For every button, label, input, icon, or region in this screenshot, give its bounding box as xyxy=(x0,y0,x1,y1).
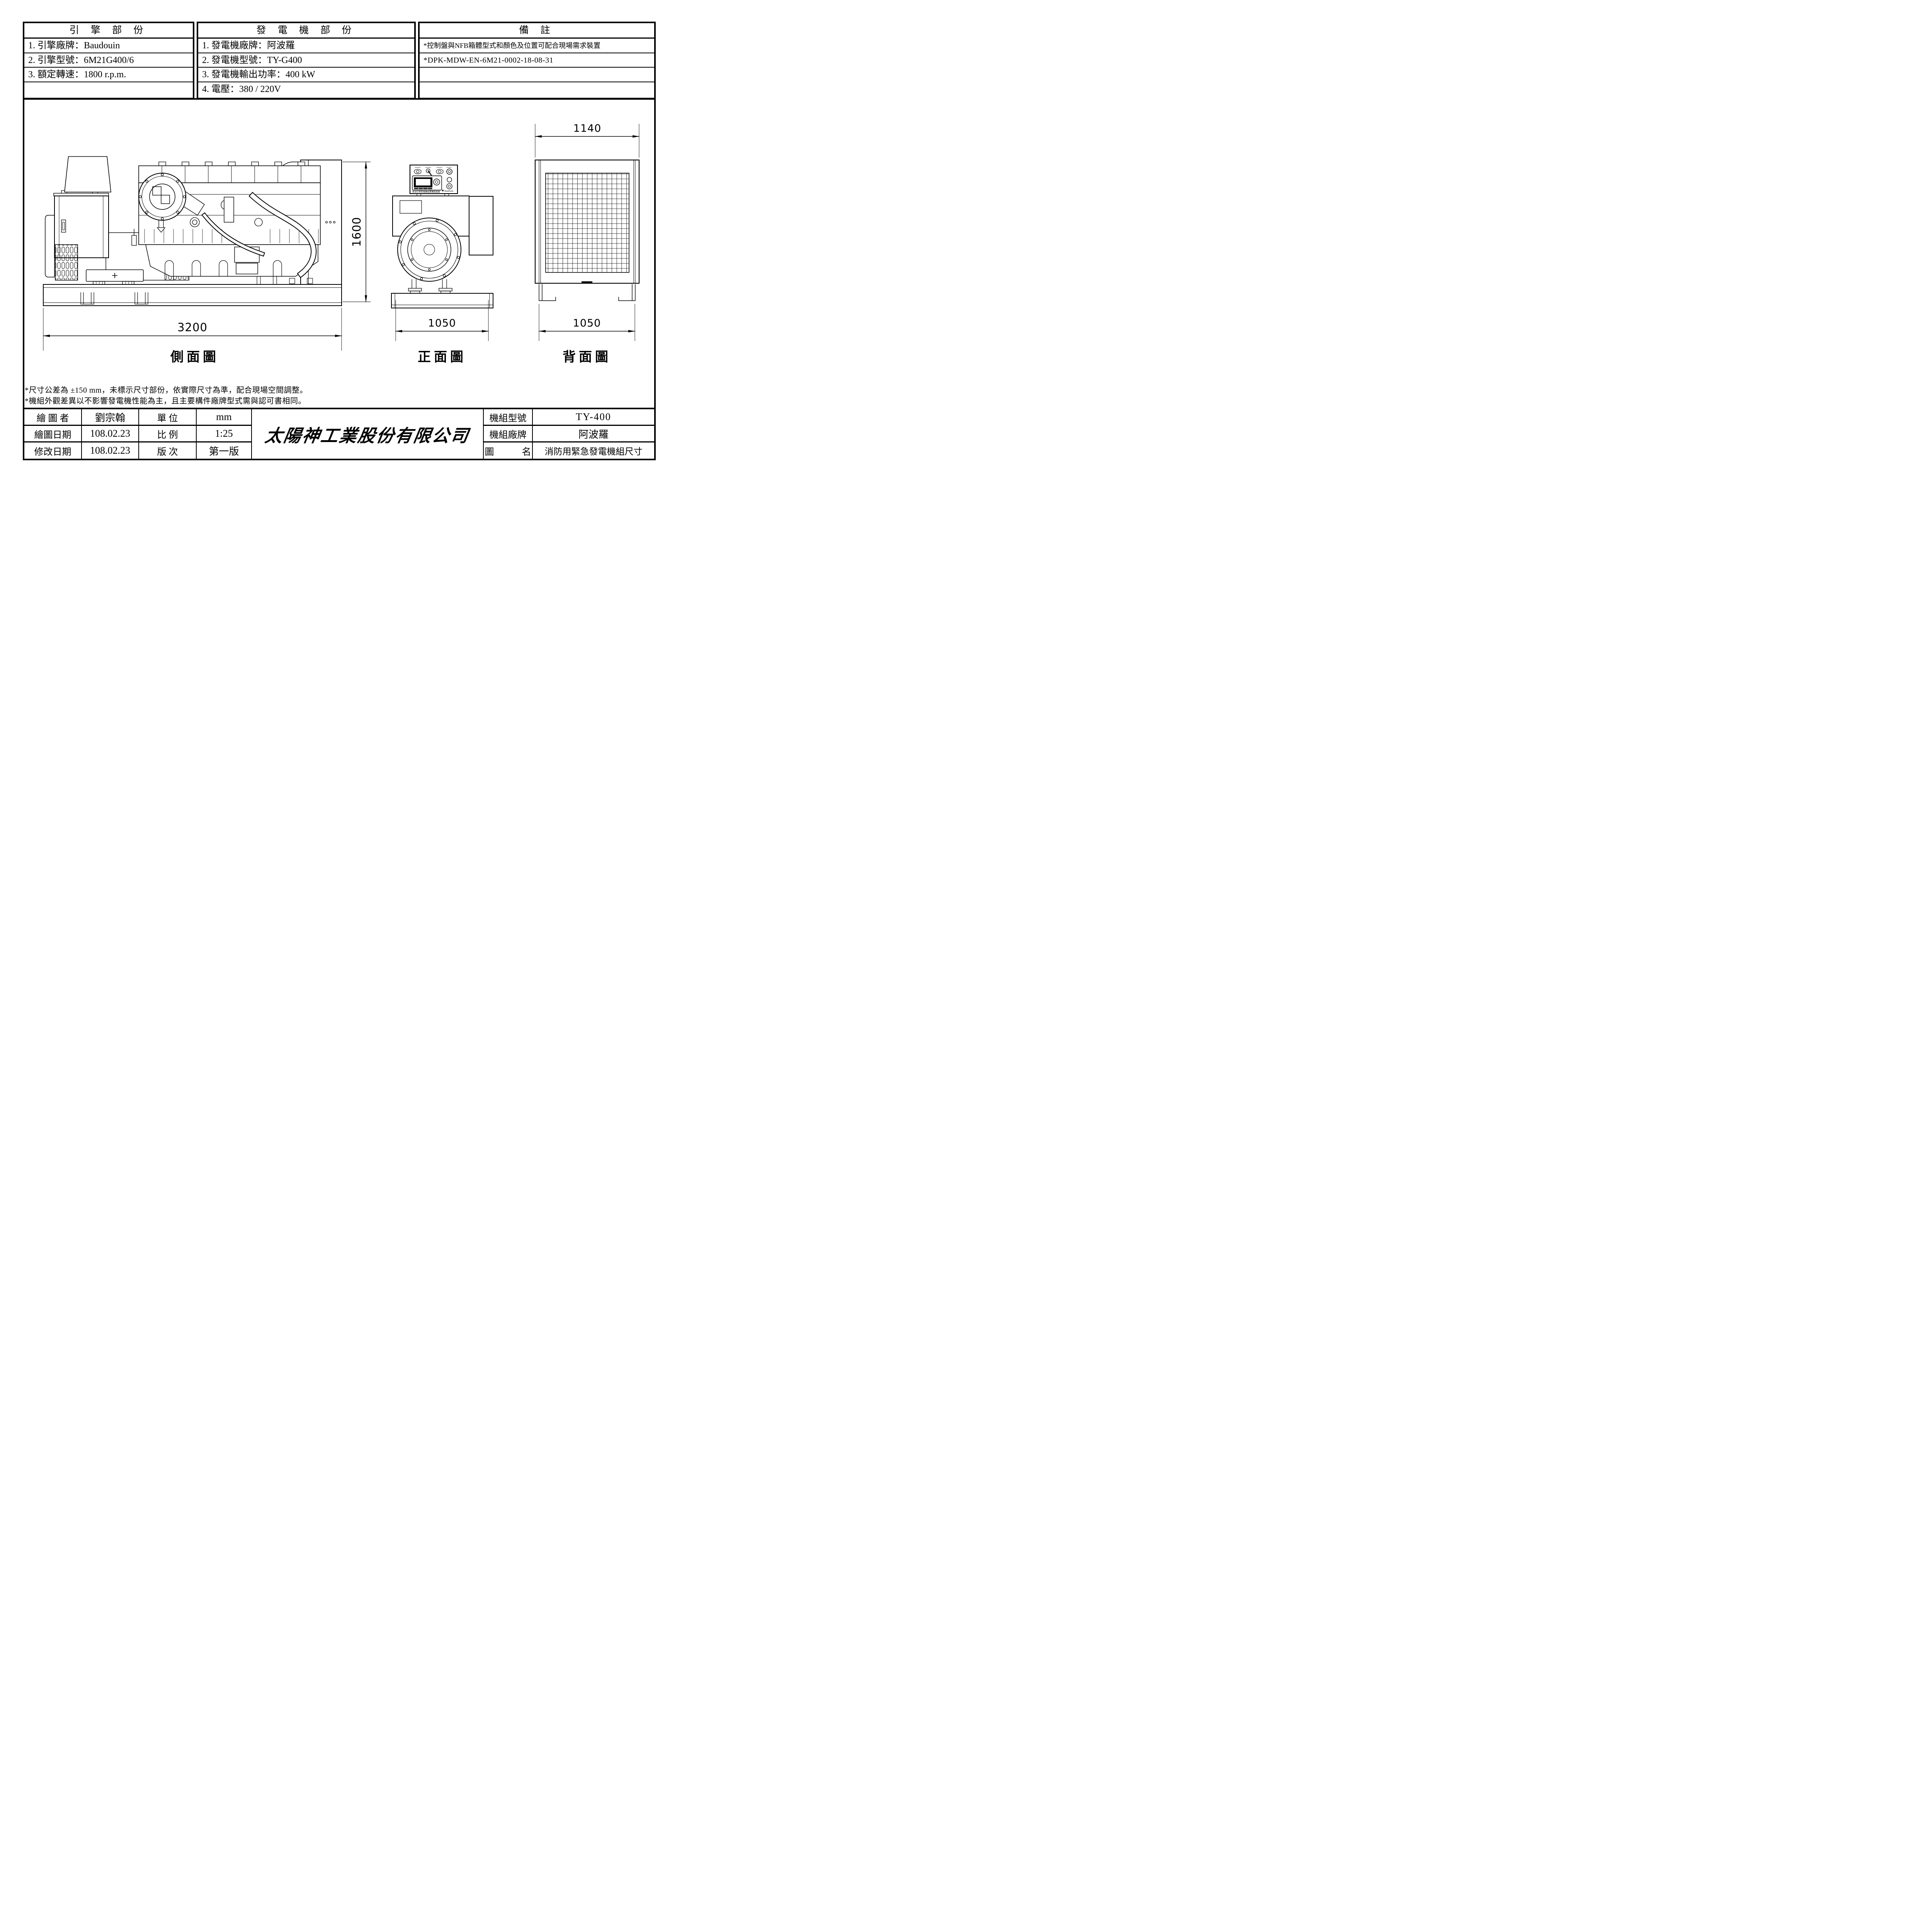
scale-label: 比 例 xyxy=(139,426,197,442)
engine-row-brand: 1. 引擎廠牌：Baudouin xyxy=(24,39,193,53)
panel-caption-zh: 柴油引擎發電機組專業製造廠 xyxy=(412,190,440,193)
generator-table-title: 發 電 機 部 份 xyxy=(198,23,414,39)
side-height-dimension: 1600 xyxy=(342,162,371,302)
footnote-tolerance: *尺寸公差為 ±150 mm，未標示尺寸部份，依實際尺寸為準，配合現場空間調整。 xyxy=(25,386,308,395)
generator-row-voltage: 4. 電壓：380 / 220V xyxy=(202,84,281,94)
side-air-cleaner xyxy=(138,173,186,233)
panel-brand-text: Baudouin xyxy=(444,190,453,192)
back-top-dim-text: 1140 xyxy=(573,123,602,134)
version-value: 第一版 xyxy=(197,442,252,459)
company-name: 太陽神工業股份有限公司 xyxy=(264,426,471,446)
draw-date-value: 108.02.23 xyxy=(82,426,139,442)
unit-value: mm xyxy=(197,409,252,426)
model-value: TY-400 xyxy=(533,409,654,426)
back-housing xyxy=(534,159,640,284)
back-width-dimension: 1050 xyxy=(539,304,635,341)
generator-spec-table: 發 電 機 部 份 1. 發電機廠牌：阿波羅 2. 發電機型號：TY-G400 … xyxy=(197,22,416,99)
brand-label: 機組廠牌 xyxy=(484,426,533,442)
side-battery-box xyxy=(86,269,144,285)
side-width-dimension: 3200 xyxy=(43,308,342,351)
back-width-dim-text: 1050 xyxy=(573,317,601,329)
draw-date-label: 繪圖日期 xyxy=(24,426,82,442)
front-generator-body xyxy=(392,196,493,282)
generator-row-brand: 1. 發電機廠牌：阿波羅 xyxy=(198,39,414,53)
remarks-row-nfb: *控制盤與NFB箱體型式和顏色及位置可配合現場需求裝置 xyxy=(420,39,654,53)
scale-value: 1:25 xyxy=(197,426,252,442)
back-view-drawing: 1140 1050 背面圖 xyxy=(534,123,640,364)
company-cell: 太陽神工業股份有限公司 xyxy=(252,409,484,459)
remarks-table-title: 備 註 xyxy=(420,23,654,39)
engine-row-speed: 3. 額定轉速：1800 r.p.m. xyxy=(24,68,193,82)
revise-date-value: 108.02.23 xyxy=(82,442,139,459)
title-block: 繪 圖 者 劉宗翰 單 位 mm 太陽神工業股份有限公司 機組型號 TY-400… xyxy=(23,408,656,460)
generator-row-output: 3. 發電機輸出功率：400 kW xyxy=(198,68,414,82)
engine-row-empty xyxy=(24,82,193,96)
remarks-table: 備 註 *控制盤與NFB箱體型式和顏色及位置可配合現場需求裝置 *DPK-MDW… xyxy=(418,22,656,99)
drawing-sheet: 引 擎 部 份 1. 引擎廠牌：Baudouin 2. 引擎型號：6M21G40… xyxy=(0,0,678,479)
back-top-dimension: 1140 xyxy=(535,123,639,158)
back-view-label: 背面圖 xyxy=(563,350,611,364)
side-engine-block xyxy=(138,162,321,303)
footnotes: *尺寸公差為 ±150 mm，未標示尺寸部份，依實際尺寸為準，配合現場空間調整。… xyxy=(25,385,308,407)
drawing-name-value: 消防用緊急發電機組尺寸 xyxy=(544,447,643,456)
side-generator-endcap xyxy=(45,215,55,277)
side-base-skid xyxy=(43,278,342,306)
back-radiator-grille xyxy=(545,173,629,273)
engine-table-title: 引 擎 部 份 xyxy=(24,23,193,39)
views-drawing: 3200 1600 側面圖 xyxy=(43,123,640,364)
side-height-dim-text: 1600 xyxy=(350,217,363,247)
front-width-dim-text: 1050 xyxy=(428,317,456,329)
version-label: 版 次 xyxy=(139,442,197,459)
side-generator-bellows xyxy=(55,244,78,281)
side-view-label: 側面圖 xyxy=(170,350,219,364)
engine-spec-table: 引 擎 部 份 1. 引擎廠牌：Baudouin 2. 引擎型號：6M21G40… xyxy=(23,22,194,99)
remarks-row-code: *DPK-MDW-EN-6M21-0002-18-08-31 xyxy=(420,53,654,68)
unit-label: 單 位 xyxy=(139,409,197,426)
engine-row-model: 2. 引擎型號：6M21G400/6 xyxy=(24,53,193,68)
side-view-drawing: 3200 1600 側面圖 xyxy=(43,156,371,364)
back-base-legs xyxy=(539,284,636,301)
front-view-drawing: 柴油引擎發電機組專業製造廠 Diesel engine generators s… xyxy=(391,164,493,364)
side-exhaust-hose xyxy=(201,192,317,278)
front-base xyxy=(391,279,493,308)
footnote-appearance: *機組外觀差異以不影響發電機性能為主，且主要構件廠牌型式需與認可書相同。 xyxy=(25,397,306,405)
front-control-panel: 柴油引擎發電機組專業製造廠 Diesel engine generators s… xyxy=(409,164,458,196)
remarks-row-empty2 xyxy=(420,82,654,96)
remarks-row-empty1 xyxy=(420,68,654,82)
model-label: 機組型號 xyxy=(484,409,533,426)
drawing-name-label: 圖 名 xyxy=(484,442,533,459)
side-air-intake xyxy=(64,156,111,192)
brand-value: 阿波羅 xyxy=(533,426,654,442)
side-width-dim-text: 3200 xyxy=(177,321,207,334)
revise-date-label: 修改日期 xyxy=(24,442,82,459)
generator-row-model: 2. 發電機型號：TY-G400 xyxy=(198,53,414,68)
drafter-value: 劉宗翰 xyxy=(82,409,139,426)
drafter-label: 繪 圖 者 xyxy=(24,409,82,426)
front-view-label: 正面圖 xyxy=(418,350,466,364)
front-width-dimension: 1050 xyxy=(395,300,489,341)
